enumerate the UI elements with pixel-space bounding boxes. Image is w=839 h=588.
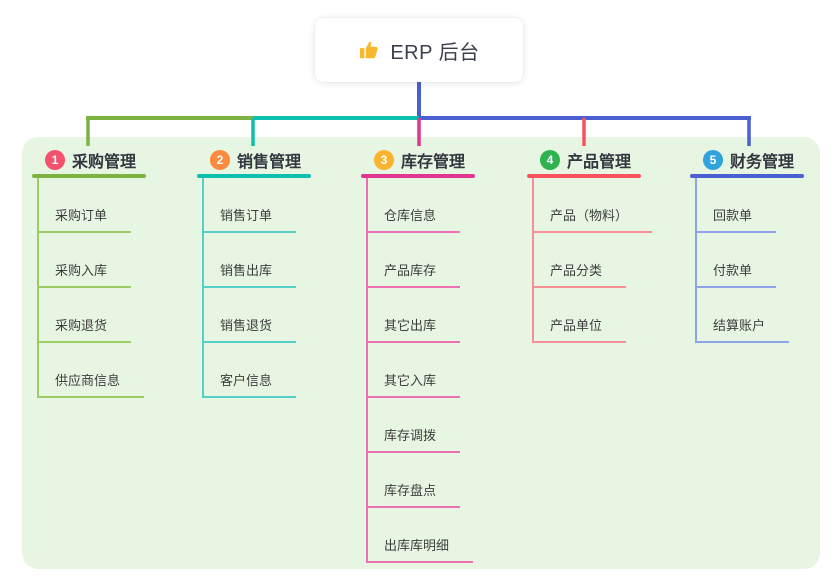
child-item-inventory[interactable]: 库存盘点: [368, 453, 531, 508]
child-item-inventory[interactable]: 其它入库: [368, 343, 531, 398]
child-label: 采购订单: [39, 205, 132, 233]
branch-badge: 1: [45, 149, 65, 170]
branch-badge: 3: [374, 149, 394, 170]
branch-header[interactable]: 5 财务管理: [690, 145, 839, 174]
child-label: 销售出库: [204, 260, 297, 288]
child-item-purchase[interactable]: 供应商信息: [39, 343, 202, 398]
child-label: 产品单位: [534, 315, 627, 343]
branch-finance: 5 财务管理 回款单付款单结算账户: [690, 145, 839, 343]
branch-purchase: 1 采购管理 采购订单采购入库采购退货供应商信息: [32, 145, 202, 398]
child-label: 产品分类: [534, 260, 627, 288]
child-label: 出库库明细: [368, 535, 474, 563]
child-label: 供应商信息: [39, 370, 145, 398]
child-item-inventory[interactable]: 仓库信息: [368, 178, 531, 233]
branch-header[interactable]: 3 库存管理: [361, 145, 531, 174]
child-item-inventory[interactable]: 库存调拨: [368, 398, 531, 453]
branch-underline: [527, 174, 641, 178]
child-item-product[interactable]: 产品（物料）: [534, 178, 697, 233]
child-label: 回款单: [697, 205, 777, 233]
child-label: 库存调拨: [368, 425, 461, 453]
child-item-sales[interactable]: 销售订单: [204, 178, 367, 233]
child-item-purchase[interactable]: 采购订单: [39, 178, 202, 233]
branch-title: 库存管理: [401, 153, 466, 171]
child-item-inventory[interactable]: 产品库存: [368, 233, 531, 288]
branch-title: 产品管理: [567, 153, 632, 171]
branch-sales: 2 销售管理 销售订单销售出库销售退货客户信息: [197, 145, 367, 398]
branch-title: 采购管理: [72, 153, 137, 171]
child-item-sales[interactable]: 销售出库: [204, 233, 367, 288]
child-item-product[interactable]: 产品单位: [534, 288, 697, 343]
child-label: 销售退货: [204, 315, 297, 343]
child-item-inventory[interactable]: 其它出库: [368, 288, 531, 343]
branch-header[interactable]: 2 销售管理: [197, 145, 367, 174]
child-item-finance[interactable]: 结算账户: [697, 288, 839, 343]
branch-title: 财务管理: [730, 153, 795, 171]
branch-children: 回款单付款单结算账户: [695, 178, 839, 343]
child-item-sales[interactable]: 客户信息: [204, 343, 367, 398]
child-item-purchase[interactable]: 采购入库: [39, 233, 202, 288]
child-label: 采购入库: [39, 260, 132, 288]
branch-children: 销售订单销售出库销售退货客户信息: [202, 178, 367, 398]
child-label: 采购退货: [39, 315, 132, 343]
child-label: 结算账户: [697, 315, 790, 343]
child-label: 其它入库: [368, 370, 461, 398]
branch-product: 4 产品管理 产品（物料） 产品分类产品单位: [527, 145, 697, 343]
child-item-product[interactable]: 产品分类: [534, 233, 697, 288]
branch-children: 采购订单采购入库采购退货供应商信息: [37, 178, 202, 398]
child-label: 仓库信息: [368, 205, 461, 233]
child-item-finance[interactable]: 回款单: [697, 178, 839, 233]
child-label: 库存盘点: [368, 480, 461, 508]
child-label: 产品库存: [368, 260, 461, 288]
branch-header[interactable]: 1 采购管理: [32, 145, 202, 174]
child-label: 客户信息: [204, 370, 297, 398]
branch-children: 产品（物料） 产品分类产品单位: [532, 178, 697, 343]
child-label: 付款单: [697, 260, 777, 288]
child-label: 销售订单: [204, 205, 297, 233]
branch-badge: 5: [703, 149, 723, 170]
branch-underline: [361, 174, 475, 178]
child-label: 产品（物料）: [534, 205, 653, 233]
branch-underline: [690, 174, 804, 178]
child-item-sales[interactable]: 销售退货: [204, 288, 367, 343]
content-panel: [22, 137, 820, 569]
branch-inventory: 3 库存管理 仓库信息产品库存其它出库其它入库库存调拨库存盘点出库库明细: [361, 145, 531, 563]
child-label: 其它出库: [368, 315, 461, 343]
branch-children: 仓库信息产品库存其它出库其它入库库存调拨库存盘点出库库明细: [366, 178, 531, 563]
branch-underline: [32, 174, 146, 178]
root-node[interactable]: ERP 后台: [315, 18, 523, 82]
child-item-purchase[interactable]: 采购退货: [39, 288, 202, 343]
branch-underline: [197, 174, 311, 178]
branch-badge: 4: [540, 149, 560, 170]
root-title: ERP 后台: [390, 41, 480, 64]
thumbs-up-icon: [360, 41, 378, 59]
branch-header[interactable]: 4 产品管理: [527, 145, 697, 174]
branch-title: 销售管理: [237, 153, 302, 171]
branch-badge: 2: [210, 149, 230, 170]
child-item-inventory[interactable]: 出库库明细: [368, 508, 531, 563]
child-item-finance[interactable]: 付款单: [697, 233, 839, 288]
